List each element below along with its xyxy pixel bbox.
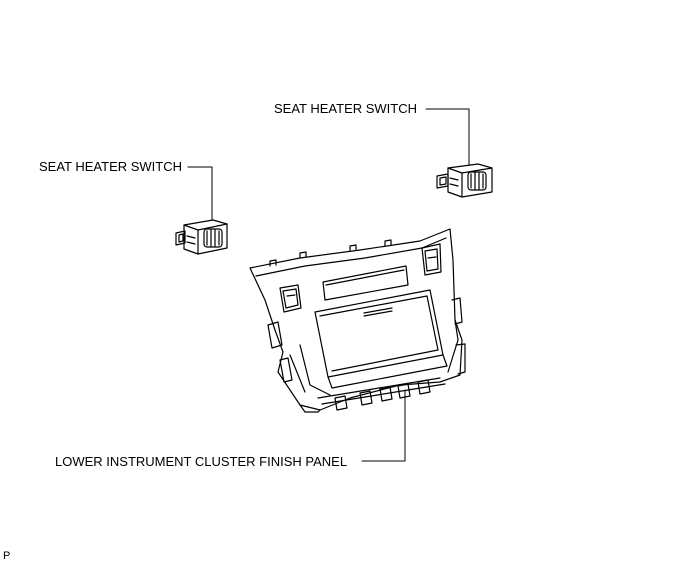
leader-lines (187, 108, 470, 462)
label-lower-instrument-cluster-finish-panel: LOWER INSTRUMENT CLUSTER FINISH PANEL (55, 454, 348, 469)
seat-heater-switch-right (436, 163, 493, 198)
seat-heater-switch-left (175, 219, 228, 255)
label-seat-heater-switch-right: SEAT HEATER SWITCH (274, 101, 418, 116)
leader-left-switch (187, 166, 213, 221)
corner-mark: P (3, 550, 11, 562)
leader-right-switch (425, 108, 470, 166)
leader-lower-panel (361, 389, 406, 462)
lower-instrument-cluster-finish-panel (249, 228, 466, 413)
label-seat-heater-switch-left: SEAT HEATER SWITCH (39, 159, 183, 174)
